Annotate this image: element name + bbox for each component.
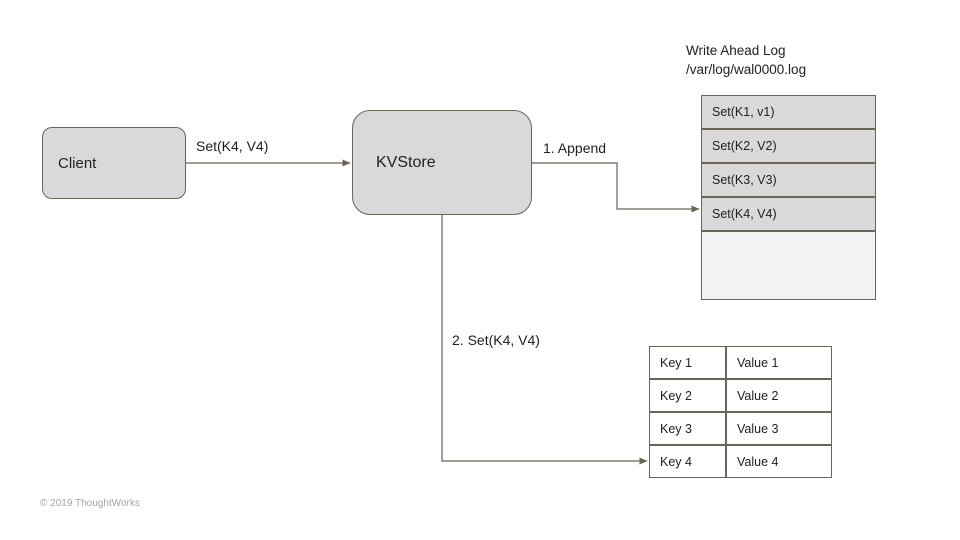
wal-entry: Set(K4, V4)	[712, 207, 777, 221]
wal-row: Set(K2, V2)	[701, 129, 876, 163]
kvstore-node: KVStore	[352, 110, 532, 215]
wal-row: Set(K4, V4)	[701, 197, 876, 231]
kv-value-cell: Value 2	[726, 379, 832, 412]
wal-entry: Set(K3, V3)	[712, 173, 777, 187]
kv-value-cell: Value 4	[726, 445, 832, 478]
kv-key-cell: Key 4	[649, 445, 726, 478]
kvstore-label: KVStore	[376, 153, 436, 171]
wal-row: Set(K1, v1)	[701, 95, 876, 129]
kv-table-row: Key 3 Value 3	[649, 412, 832, 445]
wal-title-line2: /var/log/wal0000.log	[686, 62, 807, 77]
edge-label-client-to-kvstore: Set(K4, V4)	[196, 138, 269, 154]
wal-row: Set(K3, V3)	[701, 163, 876, 197]
kv-table-row: Key 1 Value 1	[649, 346, 832, 379]
wal-entry: Set(K1, v1)	[712, 105, 775, 119]
wal-title: Write Ahead Log /var/log/wal0000.log	[686, 41, 806, 79]
kv-value-cell: Value 1	[726, 346, 832, 379]
kv-table-row: Key 2 Value 2	[649, 379, 832, 412]
kv-store-table: Key 1 Value 1 Key 2 Value 2 Key 3 Value …	[649, 346, 832, 478]
copyright-note: © 2019 ThoughtWorks	[40, 498, 140, 509]
kv-table-row: Key 4 Value 4	[649, 445, 832, 478]
wal-table: Set(K1, v1) Set(K2, V2) Set(K3, V3) Set(…	[701, 95, 876, 300]
client-node: Client	[42, 127, 186, 199]
edge-label-set-k4-v4: 2. Set(K4, V4)	[452, 332, 540, 348]
kv-key-cell: Key 3	[649, 412, 726, 445]
arrow-kvstore-to-wal	[532, 162, 700, 213]
wal-empty-row	[701, 231, 876, 300]
edge-label-append: 1. Append	[543, 140, 607, 156]
kv-value-cell: Value 3	[726, 412, 832, 445]
wal-entry: Set(K2, V2)	[712, 139, 777, 153]
client-label: Client	[58, 154, 97, 172]
kv-key-cell: Key 2	[649, 379, 726, 412]
kv-key-cell: Key 1	[649, 346, 726, 379]
wal-title-line1: Write Ahead Log	[686, 43, 786, 58]
